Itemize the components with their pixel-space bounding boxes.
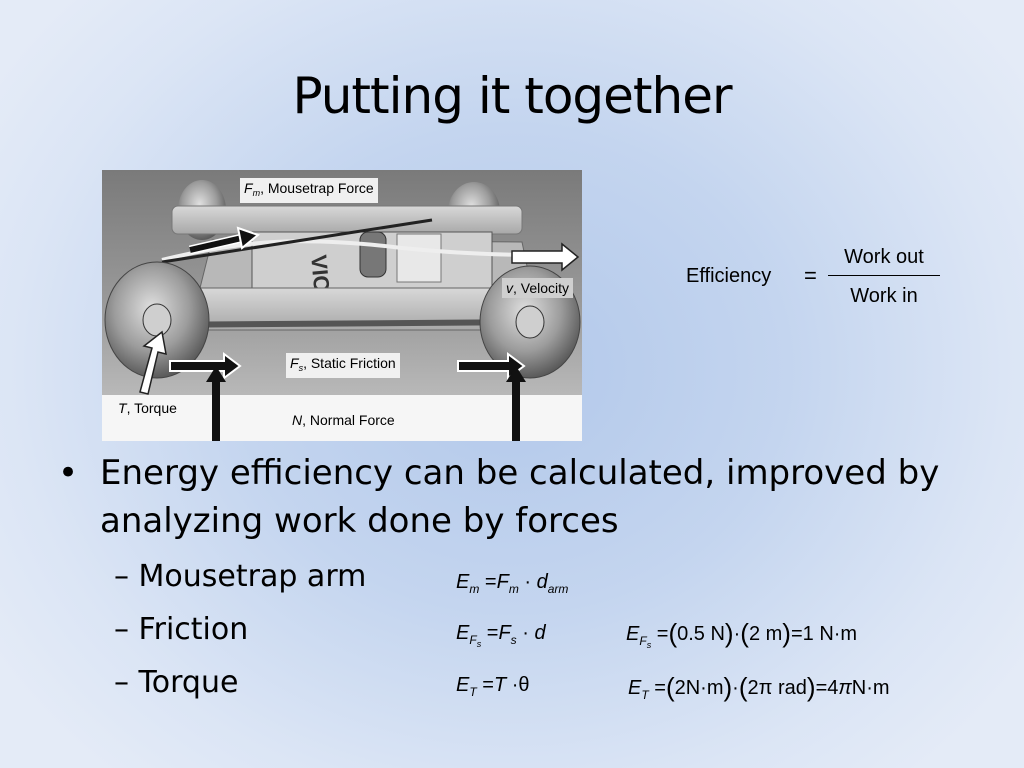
trap-bait-plate	[396, 233, 442, 283]
equation-friction-calc: EFs =(0.5 N)·(2 m)=1 N·m	[626, 618, 858, 650]
subitem-friction: – Friction	[114, 612, 249, 647]
equation-torque-calc: ET =(2N·m)·(2π rad)=4πN·m	[628, 672, 890, 702]
label-static-friction: Fs, Static Friction	[286, 353, 400, 378]
slide-title: Putting it together	[292, 67, 732, 125]
efficiency-denominator: Work in	[850, 285, 918, 307]
mousetrap-force-arrow	[188, 226, 261, 255]
subitem-mousetrap-arm: – Mousetrap arm	[114, 559, 367, 594]
mousetrap-car-photo: VICTO	[102, 170, 582, 441]
velocity-arrow	[511, 242, 580, 272]
label-normal-force: N, Normal Force	[292, 412, 395, 428]
efficiency-fraction: Work out Work in	[828, 243, 940, 310]
trap-arm	[161, 218, 433, 264]
spring	[359, 231, 387, 278]
front-left-hub	[142, 303, 172, 337]
mousetrap-car-diagram: VICTO	[102, 170, 582, 441]
label-velocity: v, Velocity	[502, 278, 574, 298]
efficiency-equals: =	[804, 263, 817, 288]
top-rail	[171, 205, 523, 235]
equation-torque-energy: ET =T ·θ	[456, 674, 530, 699]
bullet-text: Energy efficiency can be calculated, imp…	[100, 453, 940, 541]
front-right-hub	[515, 305, 545, 339]
equation-friction-energy: EFs =Fs · d	[456, 622, 546, 649]
efficiency-label: Efficiency	[686, 265, 772, 287]
static-friction-arrow-left	[169, 352, 242, 380]
label-torque: T, Torque	[118, 400, 177, 416]
normal-force-arrow-right	[506, 366, 526, 441]
label-mousetrap-force: Fm, Mousetrap Force	[240, 178, 378, 203]
subitem-torque: – Torque	[114, 665, 239, 700]
efficiency-numerator: Work out	[844, 246, 924, 268]
normal-force-arrow-left	[206, 366, 226, 441]
torque-arrow	[139, 330, 167, 395]
equation-mousetrap-energy: Em =Fm · darm	[456, 571, 569, 596]
fraction-bar	[828, 275, 940, 276]
photo-floor	[102, 395, 582, 441]
bullet-marker: •	[58, 453, 79, 493]
